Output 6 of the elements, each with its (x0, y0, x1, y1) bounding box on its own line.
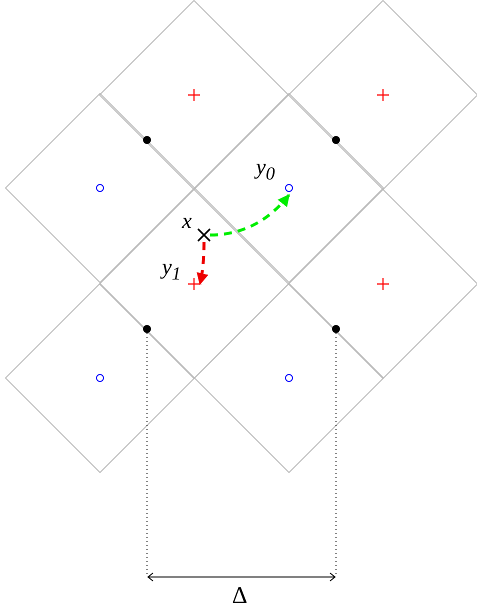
point-label: y$_{0}$ (256, 156, 275, 184)
arrow (210, 194, 290, 236)
point-label: y$_{1}$ (162, 256, 181, 284)
point-label: x (182, 210, 192, 232)
dimension-label: Δ (232, 584, 248, 608)
arrow (196, 242, 208, 286)
